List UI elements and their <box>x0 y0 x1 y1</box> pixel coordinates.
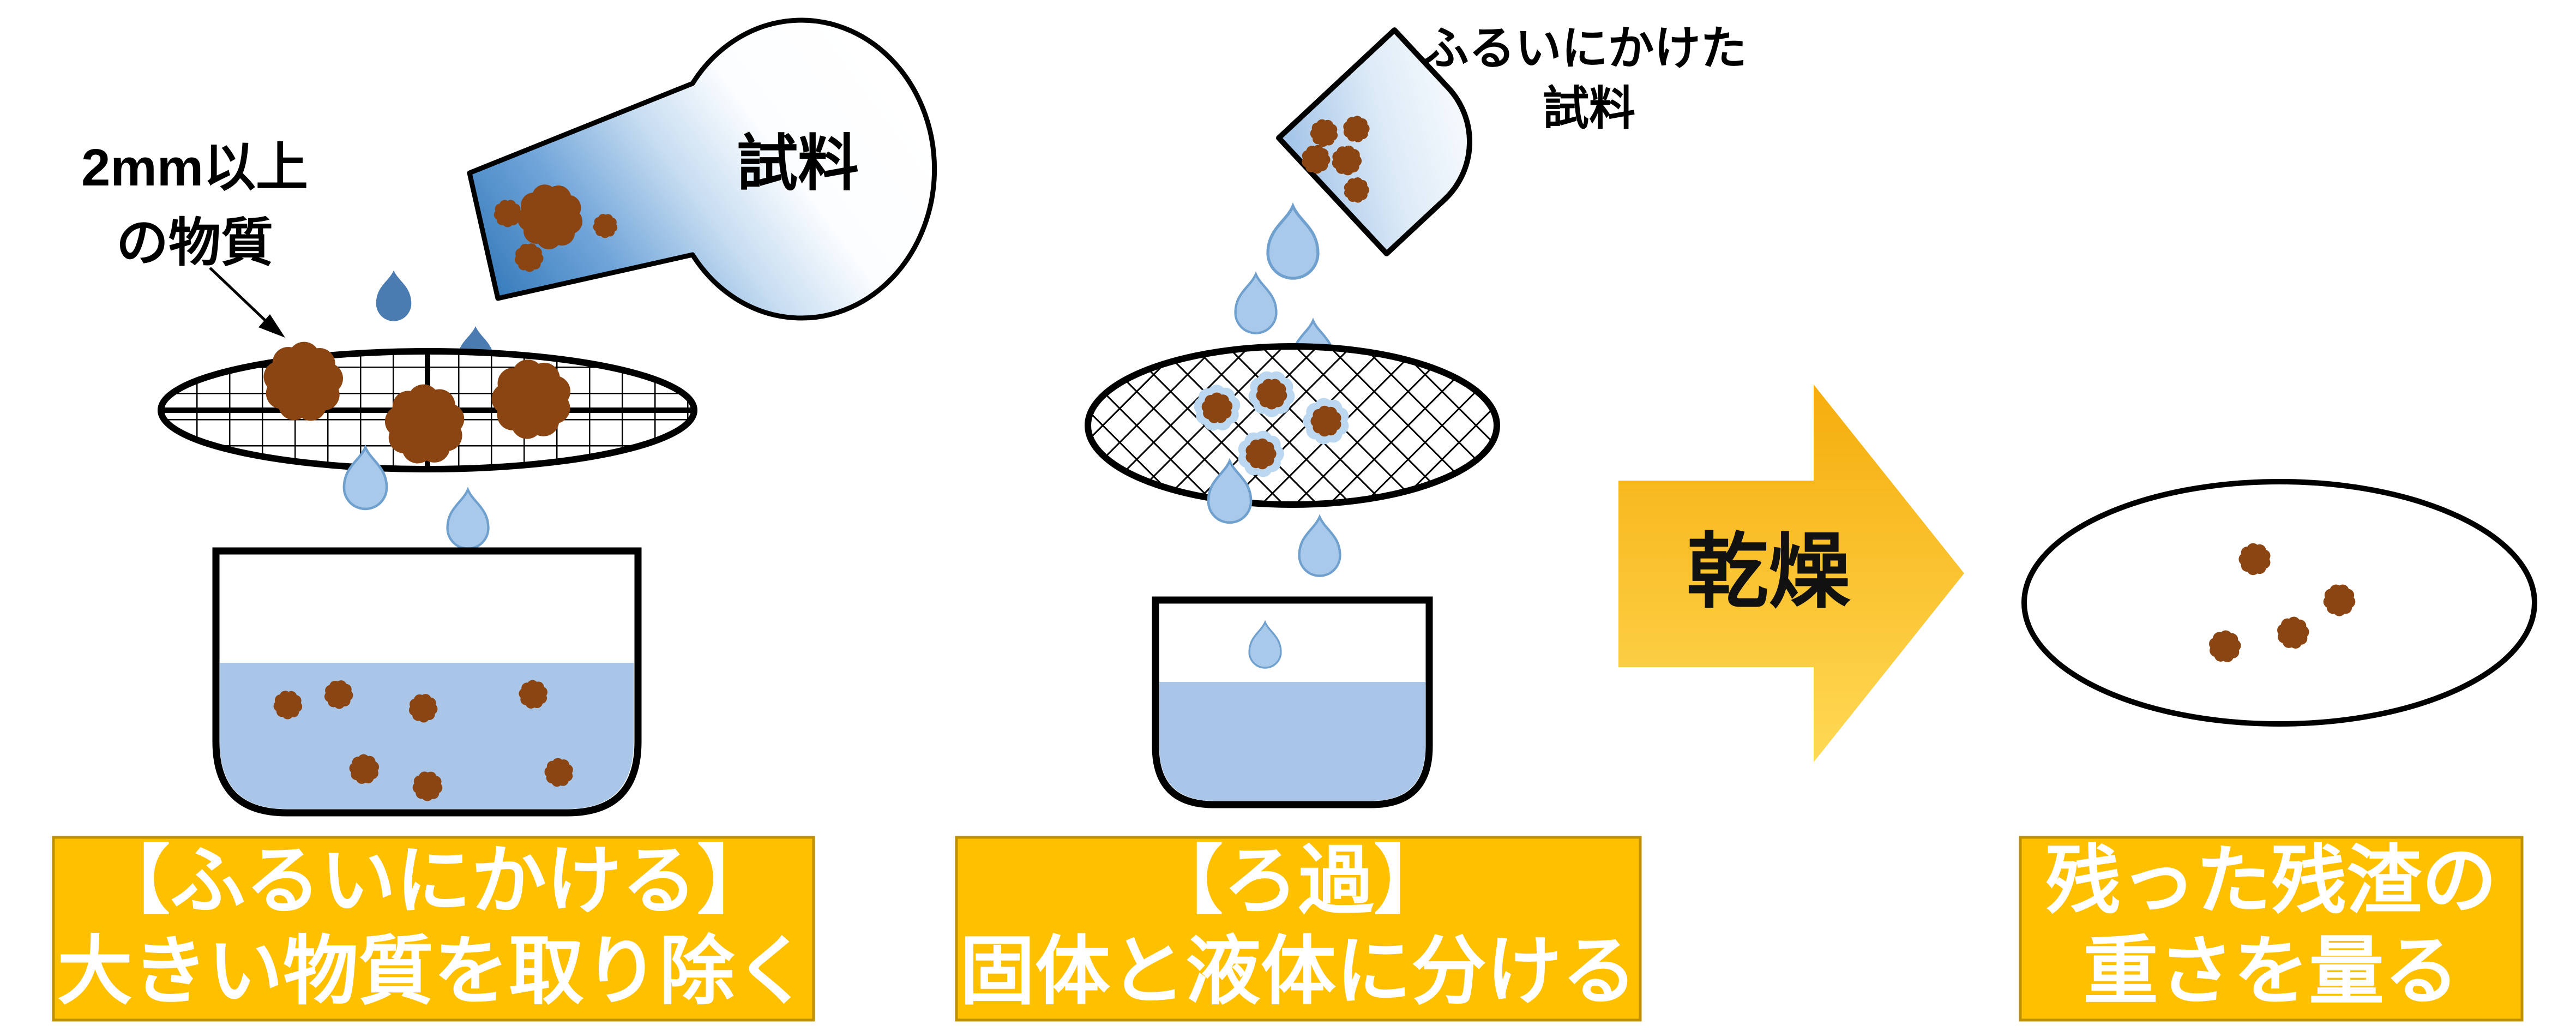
water-drop-icon <box>1248 620 1282 669</box>
step-filtration: ふるいにかけた 試料 【ろ過】 固体と液体に分ける <box>955 23 1747 1022</box>
residue-particle <box>412 771 443 801</box>
flask-sample-label: 試料 <box>737 129 859 197</box>
residue-particle <box>1343 116 1370 142</box>
pouring-cup <box>1276 27 1472 256</box>
sieve-mesh <box>158 341 697 472</box>
residue-particle <box>349 754 380 784</box>
residue-particle <box>2238 543 2271 576</box>
caption-weighing-line1: 残った残渣の <box>2045 839 2497 923</box>
sieve-particles <box>263 341 571 464</box>
residue-particle <box>1332 145 1362 176</box>
annotation-2mm-line1: 2mm以上 <box>81 139 308 197</box>
annotation-arrow-icon <box>209 267 285 338</box>
residue-particle <box>2323 584 2356 616</box>
residue-particle <box>408 694 438 723</box>
residue-particle <box>1302 145 1331 174</box>
caption-weighing: 残った残渣の 重さを量る <box>2019 836 2524 1022</box>
residue-particle <box>514 243 544 272</box>
light-droplets-below-filter <box>1207 458 1341 577</box>
residue-particle <box>2277 616 2309 649</box>
residue-particle <box>1245 438 1277 470</box>
step-sieving: 2mm以上 の物質 試料 <box>52 17 937 1022</box>
round-bottom-flask: 試料 <box>467 17 937 321</box>
residue-particle <box>1310 119 1338 147</box>
water-drop-icon <box>1207 458 1253 524</box>
caption-filtration: 【ろ過】 固体と液体に分ける <box>955 836 1642 1022</box>
residue-particle <box>493 200 522 227</box>
residue-particle <box>263 341 344 421</box>
residue-particle <box>1344 177 1369 203</box>
residue-particle <box>517 184 583 250</box>
residue-particle <box>544 758 573 787</box>
residue-particle <box>324 680 353 709</box>
process-arrow: 乾燥 <box>1618 385 1964 762</box>
residue-particles <box>2209 543 2356 662</box>
filter-mesh <box>1085 343 1500 508</box>
water-drop-icon <box>1266 202 1320 280</box>
caption-filtration-line1: 【ろ過】 <box>1148 839 1449 923</box>
droplet-in-beaker <box>1248 620 1282 669</box>
drying-arrow-label: 乾燥 <box>1687 526 1851 618</box>
filter-wet-particles <box>1194 371 1349 477</box>
residue-particle <box>491 359 571 439</box>
sieved-sample-label-line1: ふるいにかけた <box>1422 23 1747 75</box>
residue-particle <box>519 680 547 709</box>
residue-particle <box>1256 379 1287 410</box>
residue-particle <box>1201 392 1233 423</box>
cup-particles <box>1302 116 1370 203</box>
caption-sieving-line2: 大きい物質を取り除く <box>57 930 810 1014</box>
water-drop-icon <box>376 270 412 321</box>
light-droplets-sieving <box>342 444 490 550</box>
residue-particle <box>2209 630 2241 662</box>
sieved-sample-label-line2: 試料 <box>1543 83 1635 135</box>
water-drop-icon <box>446 487 490 550</box>
residue-particle <box>1310 405 1341 437</box>
step-weighing: 乾燥 残った残渣の 重さを量る <box>1618 385 2537 1022</box>
annotation-2mm-line2: の物質 <box>116 214 273 272</box>
caption-filtration-line2: 固体と液体に分ける <box>960 930 1637 1014</box>
water-drop-icon <box>1298 514 1341 577</box>
caption-sieving-line1: 【ふるいにかける】 <box>95 839 772 923</box>
residue-particle <box>593 214 618 238</box>
evaporating-dish <box>2021 479 2537 727</box>
water-drop-icon <box>342 444 388 511</box>
residue-particle <box>384 384 465 464</box>
beaker-sieving <box>212 547 642 817</box>
residue-particle <box>273 691 303 720</box>
water-drop-icon <box>1234 271 1278 334</box>
caption-sieving: 【ふるいにかける】 大きい物質を取り除く <box>52 836 815 1022</box>
beaker-filtration <box>1152 596 1433 808</box>
caption-weighing-line2: 重さを量る <box>2083 930 2459 1014</box>
flask-particles <box>493 184 618 272</box>
beaker-particles <box>273 680 573 801</box>
